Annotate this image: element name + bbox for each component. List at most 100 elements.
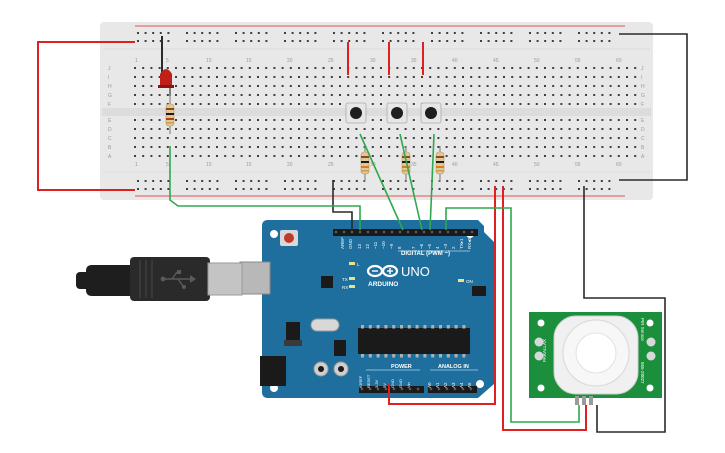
arduino-brand-label: ARDUINO [368, 281, 398, 288]
wire-black-rail [619, 33, 688, 181]
row-letter: B [108, 145, 112, 151]
usb-chip [321, 276, 333, 288]
pin-label: A0 [427, 382, 432, 388]
row-letter: H [108, 84, 112, 90]
row-letter: G [108, 93, 112, 99]
pin-label: A4 [459, 382, 464, 388]
push-button[interactable] [345, 102, 367, 124]
digital-label: DIGITAL (PWM ~) [401, 251, 450, 257]
analog-header [428, 386, 477, 393]
pin-label: ~6 [419, 243, 424, 249]
column-number: 50 [534, 162, 540, 168]
led-on-indicator [458, 279, 464, 282]
reset-button[interactable] [280, 230, 298, 246]
row-letter: H [641, 84, 645, 90]
column-number: 45 [493, 58, 499, 64]
row-letter: J [108, 66, 111, 72]
row-letter: E [641, 118, 645, 124]
breadboard-center-gap [102, 108, 651, 116]
column-number: 20 [287, 58, 293, 64]
push-button[interactable] [386, 102, 408, 124]
atmega-chip [358, 328, 470, 354]
column-number: 10 [206, 162, 212, 168]
pin-label: RX◂0 [467, 237, 472, 249]
pin-label: GND [398, 379, 403, 388]
pin-label: Vin [406, 382, 411, 388]
aref-label: AREF [340, 237, 345, 249]
wire-black-gnd [332, 180, 353, 230]
on-label: ON [466, 279, 473, 284]
row-letter: E [108, 118, 112, 124]
wire-red-pir-vcc [502, 186, 587, 431]
pin-label: 4 [435, 246, 440, 249]
pin-label: TX▸1 [459, 238, 464, 249]
wire-green-button [399, 133, 423, 231]
column-numbers-top: 1 5 10 15 20 25 30 35 40 45 50 55 60 [135, 58, 622, 64]
power-header [359, 386, 424, 393]
digital-header-left [333, 229, 414, 236]
column-number: 35 [411, 162, 417, 168]
column-number: 40 [452, 58, 458, 64]
led [158, 36, 174, 96]
usb-cable [76, 257, 243, 301]
uno-model-label: UNO [401, 264, 430, 279]
capacitor-top [338, 366, 344, 372]
column-number: 55 [575, 162, 581, 168]
wire-green-led [169, 146, 361, 230]
pir-part-number: 555-28027 [640, 362, 645, 384]
pin-label: A1 [435, 382, 440, 388]
breadboard-holes [134, 32, 637, 190]
column-number: 55 [575, 58, 581, 64]
column-number: 25 [328, 58, 334, 64]
column-number: 60 [616, 162, 622, 168]
column-number: 5 [166, 58, 169, 64]
pir-component [646, 351, 656, 361]
atmega-chip-legs [361, 325, 466, 358]
column-number: 15 [246, 162, 252, 168]
pin-label: 7 [411, 246, 416, 249]
pin-label: ~5 [427, 243, 432, 249]
l-label: L [357, 262, 360, 267]
mount-hole [270, 230, 278, 238]
wire-green-pir-out [445, 207, 580, 423]
column-number: 10 [206, 58, 212, 64]
column-number: 60 [616, 58, 622, 64]
row-letter: A [108, 154, 112, 160]
usb-plug-metal [207, 262, 243, 296]
push-button[interactable] [420, 102, 442, 124]
row-letter: A [641, 154, 645, 160]
column-number: 30 [370, 58, 376, 64]
wire-red-5v [388, 186, 496, 405]
mount-hole [476, 380, 484, 388]
pir-component [646, 337, 656, 347]
pin-label: A5 [467, 382, 472, 388]
pir-lens-center [575, 332, 617, 374]
mount-hole [646, 319, 654, 327]
gnd-label: GND [348, 238, 353, 249]
red-led [160, 69, 172, 86]
analog-pin-labels: A0 A1 A2 A3 A4 A5 [427, 382, 472, 388]
pin-label: 13 [357, 243, 362, 249]
voltage-regulator-tab [284, 340, 302, 346]
icsp-header [334, 340, 346, 356]
row-letter: G [641, 93, 645, 99]
column-number: 35 [411, 58, 417, 64]
column-number: 1 [135, 58, 138, 64]
usb-symbol-icon [160, 270, 196, 289]
capacitor-top [318, 366, 324, 372]
pin-label: ~3 [443, 243, 448, 249]
pin-label: ~9 [389, 243, 394, 249]
row-letter: C [108, 136, 112, 142]
column-number: 1 [135, 162, 138, 168]
breadboard: 1 5 10 15 20 25 30 35 40 45 50 55 60 1 5… [100, 22, 653, 200]
row-letter: D [108, 127, 112, 133]
analog-in-label: ANALOG IN [438, 364, 469, 370]
pin-label: 8 [397, 246, 402, 249]
row-letter: B [641, 145, 645, 151]
row-letters: J I H G F E D C B A J I H G F E D C B A [108, 66, 645, 160]
pin-label: 5V [382, 383, 387, 388]
led-rx-indicator [349, 285, 355, 288]
row-letter: C [641, 136, 645, 142]
pir-left-label: PIR Sensor [640, 318, 645, 342]
pir-pin [582, 396, 586, 405]
